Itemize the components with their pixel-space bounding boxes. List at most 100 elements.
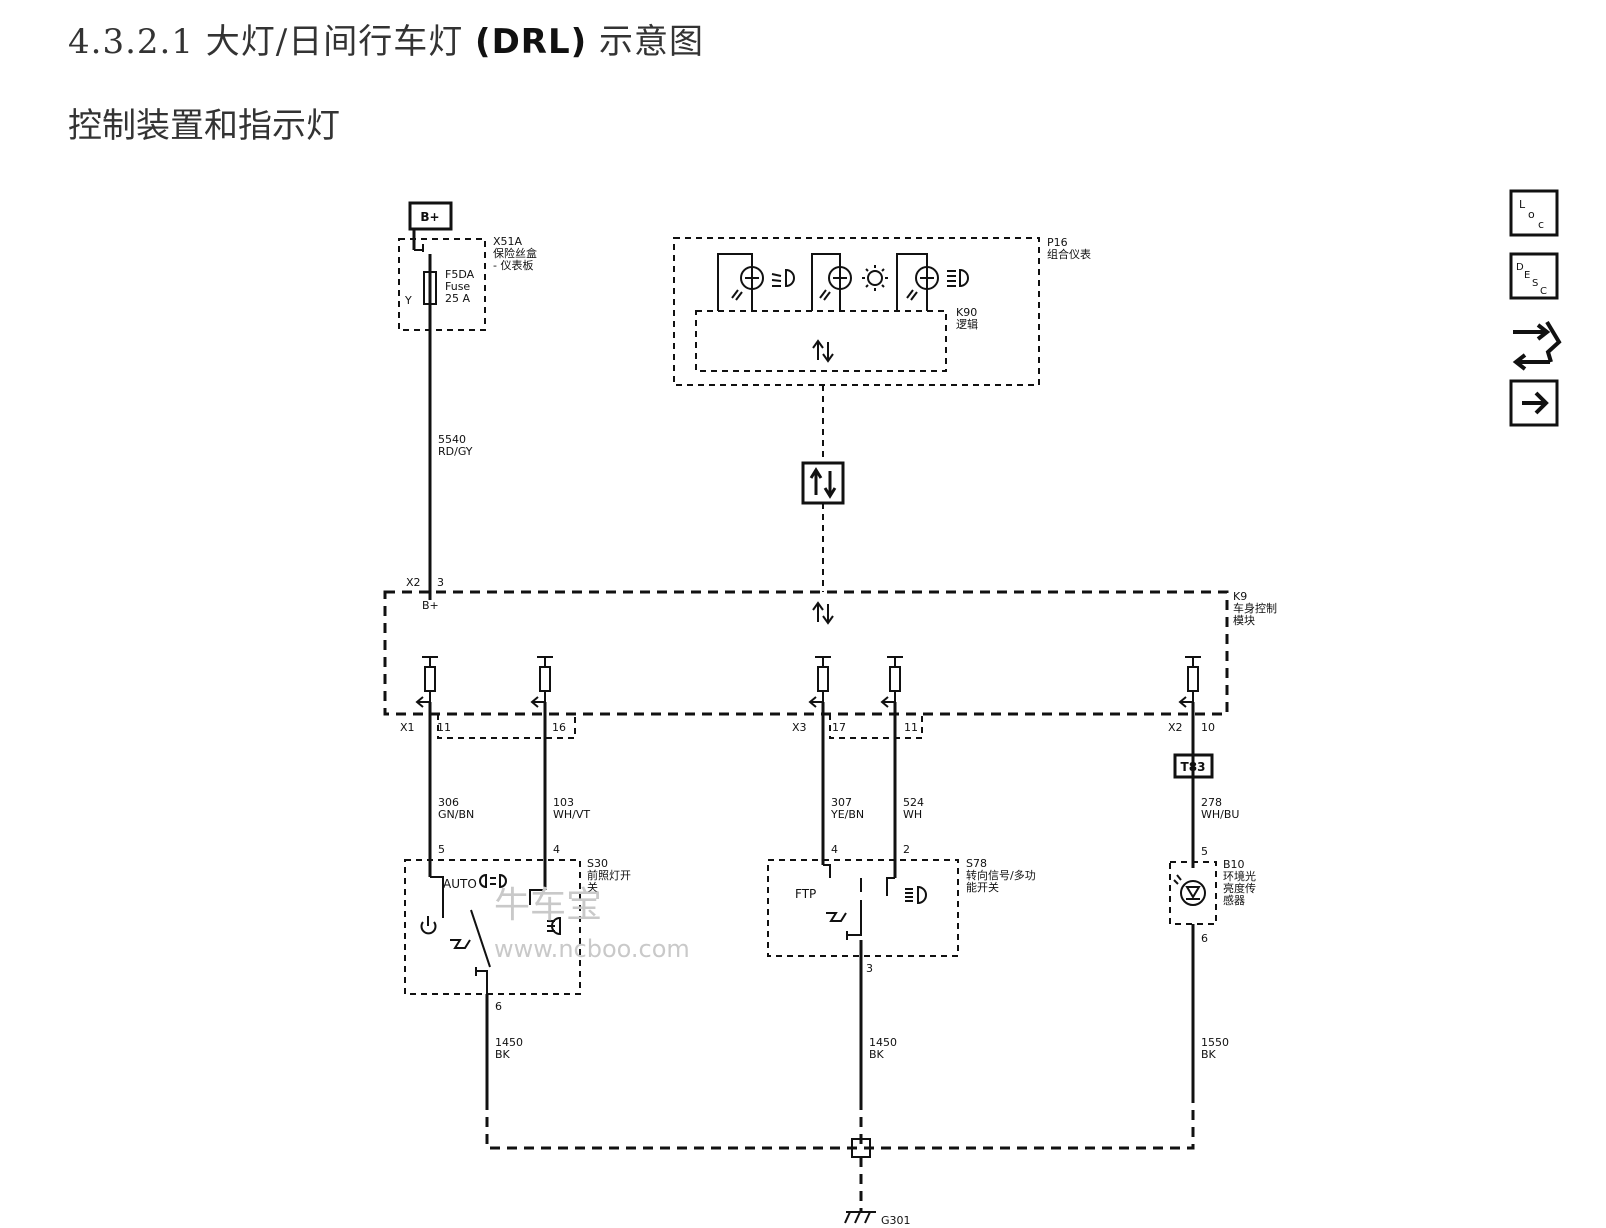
bcm-pin-3: 3 xyxy=(437,576,444,589)
bcm-driver-5 xyxy=(1178,656,1201,708)
svg-text:1450: 1450 xyxy=(869,1036,897,1049)
serial-data-box-icon xyxy=(809,467,837,499)
s78-pin-2: 2 xyxy=(903,843,910,856)
svg-text:能开关: 能开关 xyxy=(966,880,999,894)
svg-text:25 A: 25 A xyxy=(445,292,470,305)
svg-text:1550: 1550 xyxy=(1201,1036,1229,1049)
s30-label: S30 前照灯开 关 xyxy=(587,857,631,894)
svg-text:X51A: X51A xyxy=(493,235,523,248)
svg-text:P16: P16 xyxy=(1047,236,1068,249)
title-number: 4.3.2.1 xyxy=(68,22,194,62)
bcm-pin-11b: 11 xyxy=(904,721,918,734)
s30-switch-box xyxy=(404,859,581,995)
s30-pin-4: 4 xyxy=(553,843,560,856)
ground-bus xyxy=(485,1100,1195,1150)
title-suffix: 示意图 xyxy=(599,22,705,62)
bcm-pin-17: 17 xyxy=(832,721,846,734)
headlamp-icon xyxy=(547,916,561,936)
high-beam-indicator-icon xyxy=(896,253,969,311)
svg-text:E: E xyxy=(1524,270,1530,281)
t83-label: T83 xyxy=(1181,760,1206,774)
svg-text:保险丝盒: 保险丝盒 xyxy=(493,246,537,260)
t83-box xyxy=(1173,753,1214,779)
svg-text:WH/VT: WH/VT xyxy=(553,808,590,821)
svg-text:524: 524 xyxy=(903,796,924,809)
s78-switch-box xyxy=(767,859,959,957)
svg-text:D: D xyxy=(1516,262,1524,273)
svg-text:RD/GY: RD/GY xyxy=(438,445,473,458)
bcm-conn-x2: X2 xyxy=(406,576,421,589)
wire-524-label: 524 WH xyxy=(903,796,924,821)
svg-text:YE/BN: YE/BN xyxy=(830,808,864,821)
power-icon xyxy=(420,916,437,935)
svg-text:关: 关 xyxy=(587,880,598,894)
svg-text:车身控制: 车身控制 xyxy=(1233,601,1277,615)
bcm-bplus: B+ xyxy=(422,599,439,612)
svg-text:306: 306 xyxy=(438,796,459,809)
b10-label: B10 环境光 亮度传 感器 xyxy=(1223,858,1256,907)
s30-pin-6: 6 xyxy=(495,1000,502,1013)
svg-text:BK: BK xyxy=(869,1048,885,1061)
title-main: 大灯/日间行车灯 xyxy=(205,22,464,62)
wire-5540-label: 5540 RD/GY xyxy=(438,433,473,458)
svg-text:GN/BN: GN/BN xyxy=(438,808,474,821)
svg-text:Fuse: Fuse xyxy=(445,280,470,293)
high-beam-icon xyxy=(905,885,927,905)
wire-1450-a-label: 1450 BK xyxy=(495,1036,523,1061)
serial-data-box xyxy=(801,461,845,505)
svg-text:环境光: 环境光 xyxy=(1223,869,1256,883)
bcm-pin-10: 10 xyxy=(1201,721,1215,734)
watermark-text: 牛车宝 xyxy=(494,885,602,926)
desc-icon[interactable]: D E S C xyxy=(1509,252,1559,300)
svg-text:K90: K90 xyxy=(956,306,977,319)
wire-307-label: 307 YE/BN xyxy=(830,796,864,821)
page-subtitle: 控制装置和指示灯 xyxy=(68,106,340,146)
svg-text:WH: WH xyxy=(903,808,922,821)
arrow-right-icon[interactable] xyxy=(1509,379,1559,427)
b10-pin-5: 5 xyxy=(1201,845,1208,858)
svg-text:B10: B10 xyxy=(1223,858,1245,871)
svg-text:感器: 感器 xyxy=(1223,894,1245,907)
bcm-pin-x1: X1 xyxy=(400,721,415,734)
svg-text:K9: K9 xyxy=(1233,590,1247,603)
wire-278-label: 278 WH/BU xyxy=(1201,796,1239,821)
s78-ftp-label: FTP xyxy=(795,887,816,901)
cluster-label: P16 组合仪表 xyxy=(1047,236,1091,261)
svg-text:o: o xyxy=(1528,208,1535,221)
svg-text:5540: 5540 xyxy=(438,433,466,446)
bcm-box xyxy=(383,590,1229,716)
svg-text:103: 103 xyxy=(553,796,574,809)
page-title: 4.3.2.1 大灯/日间行车灯 (DRL) 示意图 xyxy=(68,14,704,63)
svg-text:307: 307 xyxy=(831,796,852,809)
fuse-label: F5DA Fuse 25 A xyxy=(445,268,475,305)
svg-text:L: L xyxy=(1519,198,1526,211)
wire-1550-label: 1550 BK xyxy=(1201,1036,1229,1061)
light-sensor-icon xyxy=(1173,874,1206,906)
s30-switch-contact xyxy=(470,909,491,968)
svg-text:亮度传: 亮度传 xyxy=(1223,881,1256,895)
low-beam-indicator-icon xyxy=(717,253,795,311)
watermark-url: www.ncboo.com xyxy=(494,935,690,963)
bcm-pin-11: 11 xyxy=(437,721,451,734)
bplus-label: B+ xyxy=(420,210,439,224)
svg-text:组合仪表: 组合仪表 xyxy=(1047,247,1091,261)
svg-text:转向信号/多功: 转向信号/多功 xyxy=(966,868,1036,882)
bcm-pin-x2: X2 xyxy=(1168,721,1183,734)
bcm-pin-16: 16 xyxy=(552,721,566,734)
fuse-f5da xyxy=(423,271,437,305)
fuse-block-box xyxy=(398,238,486,331)
bcm-label: K9 车身控制 模块 xyxy=(1233,590,1277,627)
cluster-box xyxy=(673,237,1040,386)
s78-label: S78 转向信号/多功 能开关 xyxy=(966,857,1036,894)
svg-text:278: 278 xyxy=(1201,796,1222,809)
svg-text:WH/BU: WH/BU xyxy=(1201,808,1239,821)
drl-indicator-icon xyxy=(811,253,888,311)
connector-icon[interactable] xyxy=(1512,320,1562,371)
svg-text:- 仪表板: - 仪表板 xyxy=(493,258,533,272)
loc-icon[interactable]: L o c xyxy=(1509,189,1559,237)
b10-sensor-box xyxy=(1169,861,1217,925)
ground-icon xyxy=(844,1211,876,1224)
bcm-pin-x3: X3 xyxy=(792,721,807,734)
serial-data-icon xyxy=(812,339,834,363)
svg-text:模块: 模块 xyxy=(1233,614,1255,627)
